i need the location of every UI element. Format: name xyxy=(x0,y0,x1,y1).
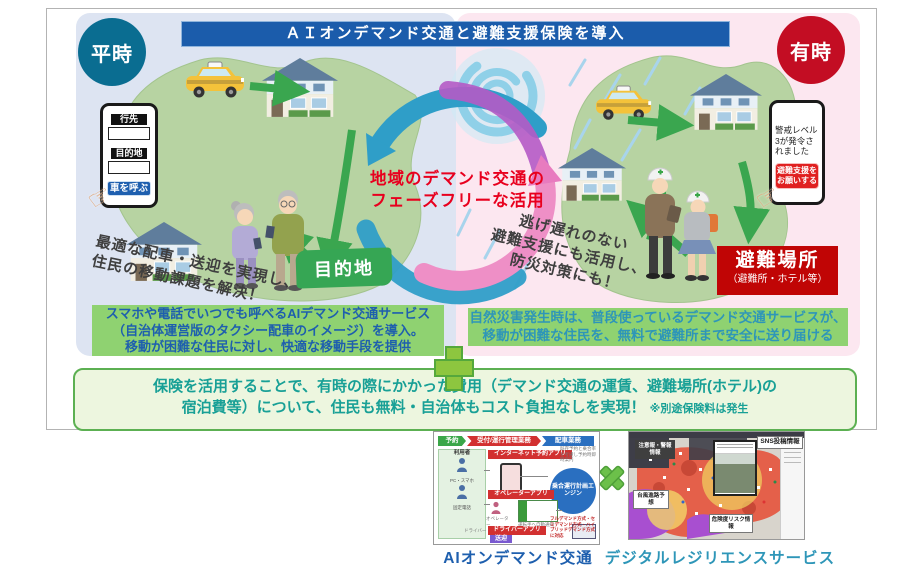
request-evacuation-button[interactable]: 避難支援をお願いする xyxy=(775,162,819,189)
dispatch-band: 送迎 xyxy=(490,535,512,543)
operator-person-icon xyxy=(491,501,501,514)
user-person-icon xyxy=(457,484,467,499)
insurance-note: ※別途保険料は発生 xyxy=(649,403,749,415)
risk-callout: 危険度リスク情報 xyxy=(709,514,753,533)
operator-window xyxy=(518,500,558,522)
destination-label: 行先 xyxy=(111,114,147,125)
alert-message: 警戒レベル3が発令されました xyxy=(775,125,818,156)
map-side-panel xyxy=(780,438,804,539)
destination-ribbon: 目的地 xyxy=(295,247,393,289)
emergency-summary: 自然災害発生時は、普段使っているデマンド交通サービスが、 移動が困難な住民を、無… xyxy=(468,308,848,346)
map-title-bar xyxy=(629,432,804,438)
booking-note: 既存予約と乗合率を考慮し予約時即時案内 xyxy=(560,446,596,462)
warning-callout: 注意報・警報情報 xyxy=(635,440,675,459)
driver-label: ドライバー xyxy=(464,528,487,533)
flow-stage-booking: 予約 xyxy=(438,436,466,446)
typhoon-callout: 台風進路予想 xyxy=(633,490,669,509)
goal-input[interactable] xyxy=(108,161,150,174)
page-title: ＡＩオンデマンド交通と避難支援保険を導入 xyxy=(181,21,730,47)
sns-callout: SNS投稿情報 xyxy=(757,436,803,449)
sns-photo-inset xyxy=(713,440,757,496)
multiply-icon xyxy=(599,465,625,491)
emergency-times-badge: 有時 xyxy=(777,16,845,84)
notify-note: 運転手へ自動通知 xyxy=(518,522,554,527)
shelter-box: 避難場所 （避難所・ホテル等） xyxy=(717,246,838,295)
flow-stage-dispatch: 配車業務 xyxy=(542,436,594,446)
shelter-subtitle: （避難所・ホテル等） xyxy=(727,274,828,285)
phase-free-headline: 地域のデマンド交通の フェーズフリーな活用 xyxy=(370,170,545,210)
normal-summary: スマホや電話でいつでも呼べるAIデマンド交通サービス （自治体運営版のタクシー配… xyxy=(92,305,444,356)
insurance-box: 保険を活用することで、有時の際にかかった費用（デマンド交通の運賃、避難場所(ホテ… xyxy=(73,368,857,431)
digital-resilience-caption: デジタルレジリエンスサービス xyxy=(604,550,836,567)
destination-input[interactable] xyxy=(108,127,150,140)
ai-ondemand-caption: AIオンデマンド交通 xyxy=(443,550,593,567)
call-car-button[interactable]: 車を呼ぶ xyxy=(107,181,151,196)
users-panel: 利用者 PC・スマホ 固定電話 xyxy=(438,449,486,539)
shelter-title: 避難場所 xyxy=(735,250,820,271)
normal-times-badge: 平時 xyxy=(78,18,146,86)
driver-nav-icon xyxy=(572,524,596,539)
flow-stage-operations: 受付/運行管理業務 xyxy=(467,436,541,446)
operator-label: オペレーター xyxy=(486,516,509,527)
internet-booking-app-band: インターネット予約アプリ xyxy=(488,450,572,459)
ai-ondemand-screenshot: 予約 受付/運行管理業務 配車業務 利用者 PC・スマホ 固定電話 インターネッ… xyxy=(433,431,600,545)
goal-label: 目的地 xyxy=(111,148,147,159)
user-person-icon xyxy=(457,458,467,472)
evacuation-alert-phone: 警戒レベル3が発令されました 避難支援をお願いする xyxy=(769,100,825,205)
demand-modes-note: フルデマンド方式・セミデマンド方式・ハイブリッドデマンド方式に対応 xyxy=(550,516,595,538)
digital-resilience-screenshot: 注意報・警報情報 SNS投稿情報 台風進路予想 危険度リスク情報 xyxy=(628,431,805,540)
operator-app-band: オペレーターアプリ xyxy=(488,490,554,499)
driver-app-band: ドライバーアプリ xyxy=(488,526,546,535)
